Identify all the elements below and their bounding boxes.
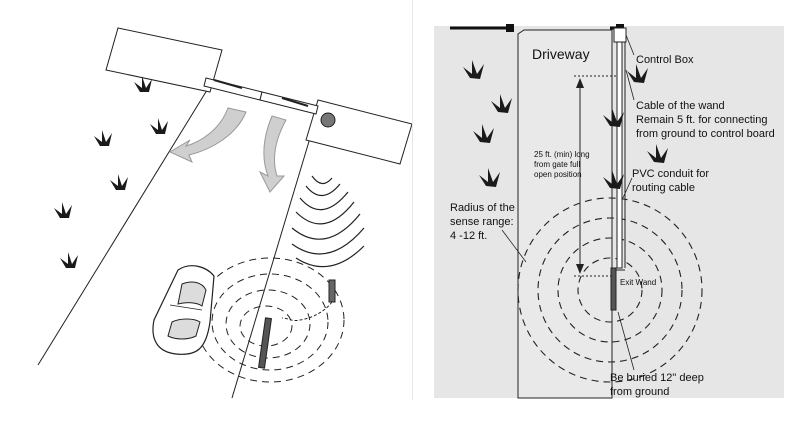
grass-icon [150,118,168,134]
leader-radius [501,229,527,263]
exit-wand-icon [257,317,273,369]
grass-icon [60,252,78,268]
radius-label-line2: sense range: [450,216,514,228]
control-box-label: Control Box [636,54,694,66]
exit-wand [610,267,617,311]
driveway-area [517,29,613,399]
gate-arm-left [203,77,263,101]
driveway-left-edge [37,81,213,366]
control-box-icon [320,112,336,128]
opener-right [281,97,309,107]
perspective-drawing [37,27,412,399]
panel-divider [412,0,413,400]
driveway-label: Driveway [532,46,590,62]
leader-control-box [625,34,635,56]
grass-tufts [54,76,168,268]
swing-arrow-right-icon [258,115,287,193]
pvc-conduit [616,29,623,269]
distance-label-line2: from gate full [534,160,581,169]
buried-label-line2: from ground [610,386,670,398]
installation-drawing [434,24,801,399]
gate-perspective-illustration [0,0,412,400]
grass-tufts-right [463,60,668,189]
grass-icon [54,202,72,218]
control-box [613,27,627,43]
installation-diagram: Driveway Control Box Cable of the wand R… [414,0,801,400]
gate-arm-right [259,91,319,115]
gate-hinge-left [506,24,514,32]
cable-label-line3: from ground to control board [636,128,775,140]
left-gate-post [105,27,223,93]
wand-post-icon [328,279,336,303]
wand-cable [281,301,333,322]
grass-icon [94,130,112,146]
driveway-right-edge [231,137,311,399]
leader-pvc [621,177,633,201]
right-gate-post [305,99,412,165]
swing-arrow-left-icon [168,107,247,163]
distance-label-line1: 25 ft. (min) long [534,150,590,159]
cable-label-line1: Cable of the wand [636,100,725,112]
exit-wand-label: Exit Wand [620,278,657,287]
car-icon [152,265,215,355]
opener-left [213,79,243,89]
leader-buried [617,311,635,371]
buried-label-line1: Be buried 12" deep [610,372,704,384]
distance-label-line3: open position [534,170,582,179]
leader-cable [625,69,635,101]
pvc-label-line1: PVC conduit for [632,168,710,180]
signal-waves-icon [291,175,365,268]
grass-icon [110,174,128,190]
pvc-label-line2: routing cable [632,182,695,194]
radius-label-line3: 4 -12 ft. [450,230,488,242]
detection-circles [517,197,703,383]
radius-label-line1: Radius of the [450,202,515,214]
cable-label-line2: Remain 5 ft. for connecting [636,114,768,126]
grass-icon [134,76,152,92]
